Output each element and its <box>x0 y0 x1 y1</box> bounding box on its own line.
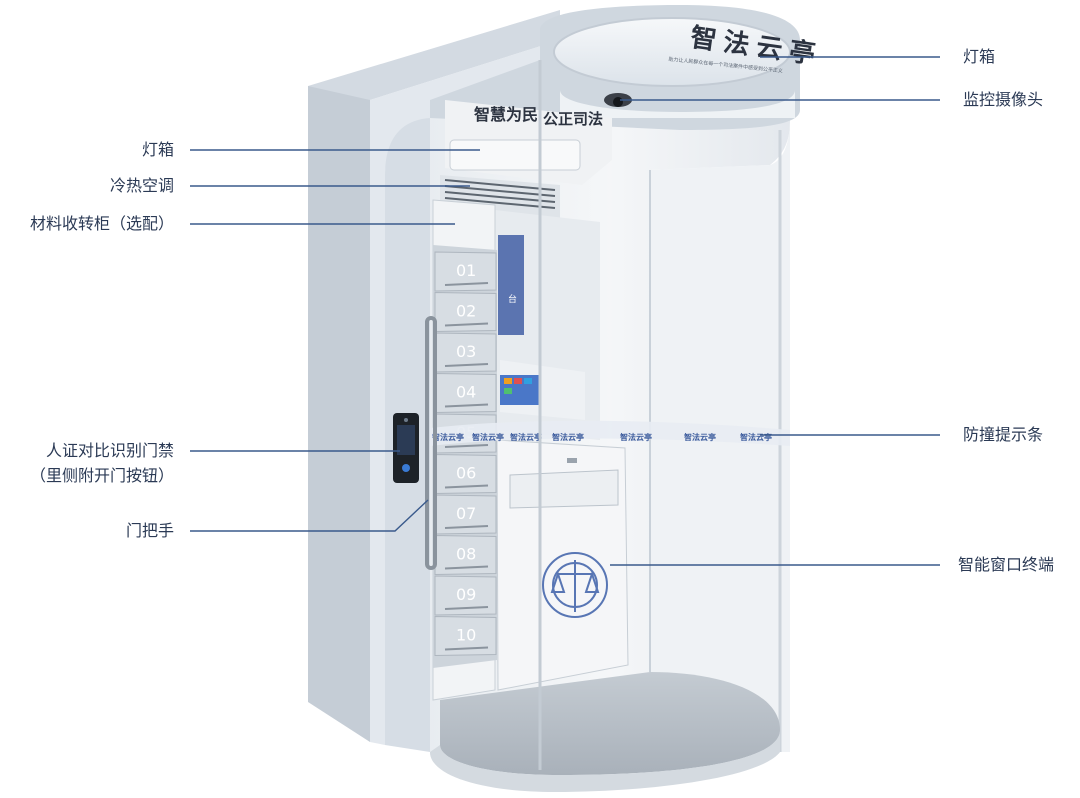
locker-drawer-label: 10 <box>456 626 476 645</box>
banner-left-text: 智慧为民 <box>474 105 538 124</box>
strip-text-group: 智法云亭智法云亭智法云亭智法云亭智法云亭智法云亭智法云亭 <box>432 432 772 442</box>
locker-drawer <box>434 575 497 616</box>
locker-drawer <box>434 251 497 292</box>
callout-access-control: 人证对比识别门禁 <box>45 441 174 460</box>
interior-banner <box>445 100 612 185</box>
locker-drawer-handle <box>444 322 489 327</box>
air-conditioner-vent <box>440 175 560 225</box>
locker-drawer-handle <box>444 363 489 367</box>
booth-side-wall <box>308 10 560 742</box>
roof-light-box <box>430 5 800 130</box>
locker-drawer-label: 07 <box>456 504 476 523</box>
door <box>425 60 542 770</box>
strip-text: 智法云亭 <box>510 432 542 442</box>
locker-drawer-handle <box>444 606 489 610</box>
callout-air-conditioner: 冷热空调 <box>109 176 174 195</box>
locker-drawer-handle <box>444 484 489 489</box>
interior-back <box>495 210 600 440</box>
callout-collision-strip: 防撞提示条 <box>963 425 1044 444</box>
callout-lines <box>190 56 940 566</box>
locker-drawer-label: 06 <box>456 464 476 483</box>
locker-drawer-label: 02 <box>456 302 476 321</box>
callout-roof-lightbox: 灯箱 <box>963 47 996 66</box>
strip-text: 智法云亭 <box>552 432 584 442</box>
locker-drawer-label: 01 <box>456 261 476 280</box>
callout-door-handle: 门把手 <box>125 521 174 540</box>
locker-drawer-handle <box>444 565 489 570</box>
locker-drawer-label: 04 <box>456 383 476 402</box>
strip-text: 智法云亭 <box>740 432 772 442</box>
callout-access-control-note: （里侧附开门按钮） <box>29 466 174 485</box>
door-handle[interactable] <box>425 316 437 570</box>
callout-terminal: 智能窗口终端 <box>958 555 1055 574</box>
callout-camera: 监控摄像头 <box>963 90 1044 109</box>
anti-collision-strip <box>430 420 790 446</box>
strip-text: 智法云亭 <box>620 432 652 442</box>
callout-line-handle <box>190 499 429 532</box>
locker-drawer-label: 08 <box>456 545 476 564</box>
callout-material-locker: 材料收转柜（选配） <box>29 214 174 233</box>
locker-drawer-label: 09 <box>456 585 476 604</box>
smart-window-terminal <box>496 439 629 691</box>
locker-drawer-handle <box>444 646 489 651</box>
locker-drawer-label: 03 <box>456 342 476 361</box>
callout-inner-lightbox: 灯箱 <box>141 140 174 159</box>
locker-drawer <box>434 615 497 657</box>
screen-text: 台 <box>508 293 517 305</box>
locker-drawer-handle <box>444 282 489 286</box>
locker-drawer-handle <box>444 525 489 529</box>
locker-drawer-handle <box>444 403 489 408</box>
court-emblem-icon <box>542 552 608 618</box>
strip-text: 智法云亭 <box>472 432 504 442</box>
strip-text: 智法云亭 <box>432 432 464 442</box>
banner-right-text: 公正司法 <box>543 110 603 128</box>
locker-drawer-handle <box>444 444 489 448</box>
booth-floor <box>430 672 780 792</box>
face-recognition-device[interactable] <box>393 413 419 483</box>
strip-text: 智法云亭 <box>684 432 716 442</box>
